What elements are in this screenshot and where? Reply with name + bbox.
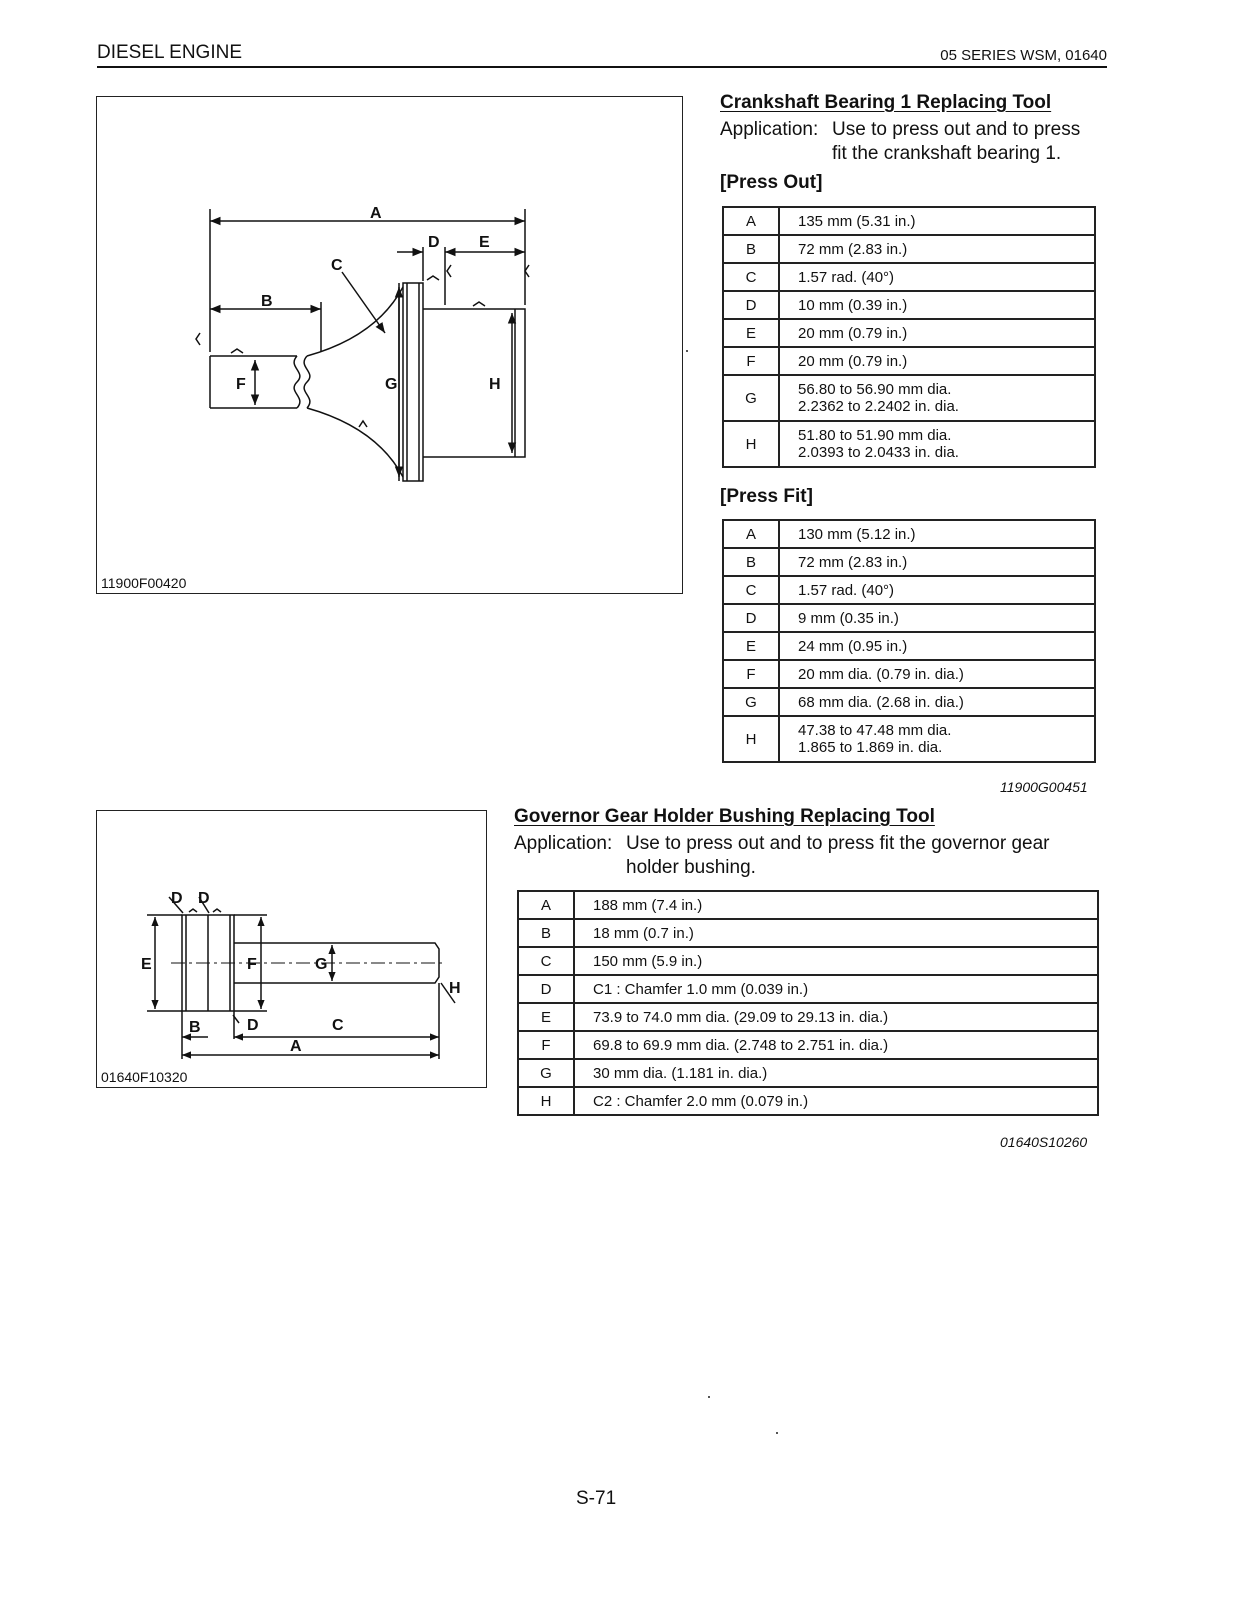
figure-governor-bushing-tool: D D E F G H B D C A 01640F10320 — [96, 810, 487, 1088]
page-number: S-71 — [576, 1488, 617, 1509]
section2-reference-code: 01640S10260 — [1000, 1134, 1088, 1150]
figure-crankshaft-tool: A D E C B F G H 11900F00420 — [96, 96, 683, 594]
press-out-heading: [Press Out] — [720, 172, 823, 193]
figure2-label-f: F — [247, 956, 257, 973]
figure1-label-d: D — [428, 234, 440, 251]
figure2-label-e: E — [141, 956, 152, 973]
header-manual-code: 05 SERIES WSM, 01640 — [940, 47, 1107, 64]
figure1-label-f: F — [236, 376, 246, 393]
application-label: Application: — [720, 119, 819, 140]
governor-tool-application: Application: Use to press out and to pre… — [514, 832, 1100, 882]
scan-speck — [708, 1396, 710, 1398]
figure2-label-d3: D — [247, 1017, 259, 1034]
figure1-label-e: E — [479, 234, 490, 251]
application-line-1: Use to press out and to press fit the go… — [626, 833, 1050, 854]
crankshaft-tool-application: Application: Use to press out and to pre… — [720, 118, 1100, 168]
scan-speck — [776, 1432, 778, 1434]
header-section-title: DIESEL ENGINE — [97, 42, 243, 63]
figure2-label-g: G — [315, 956, 327, 973]
figure1-code: 11900F00420 — [101, 575, 187, 591]
crankshaft-tool-drawing: A D E C B F G H — [195, 205, 530, 482]
figure2-label-c: C — [332, 1017, 344, 1034]
figure2-label-b: B — [189, 1019, 201, 1036]
page-header: DIESEL ENGINE 05 SERIES WSM, 01640 — [97, 40, 1107, 68]
application-line-1: Use to press out and to press — [832, 119, 1081, 140]
figure2-label-d2: D — [198, 890, 210, 907]
figure1-label-a: A — [370, 205, 382, 222]
figure1-label-h: H — [489, 376, 501, 393]
figure1-label-g: G — [385, 376, 397, 393]
application-line-2: holder bushing. — [626, 857, 756, 878]
application-label: Application: — [514, 833, 613, 854]
scan-speck — [686, 350, 688, 352]
crankshaft-tool-title: Crankshaft Bearing 1 Replacing Tool — [720, 92, 1052, 113]
figure2-label-d: D — [171, 890, 183, 907]
governor-bushing-tool-drawing: D D E F G H B D C A — [141, 890, 461, 1059]
figure1-label-c: C — [331, 257, 343, 274]
application-line-2: fit the crankshaft bearing 1. — [832, 143, 1062, 164]
figure2-label-h: H — [449, 980, 461, 997]
governor-tool-title: Governor Gear Holder Bushing Replacing T… — [514, 806, 935, 827]
figure1-label-b: B — [261, 293, 273, 310]
figure2-label-a: A — [290, 1038, 302, 1055]
figure2-code: 01640F10320 — [101, 1069, 188, 1085]
press-fit-heading: [Press Fit] — [720, 486, 813, 507]
section1-reference-code: 11900G00451 — [1000, 779, 1088, 795]
